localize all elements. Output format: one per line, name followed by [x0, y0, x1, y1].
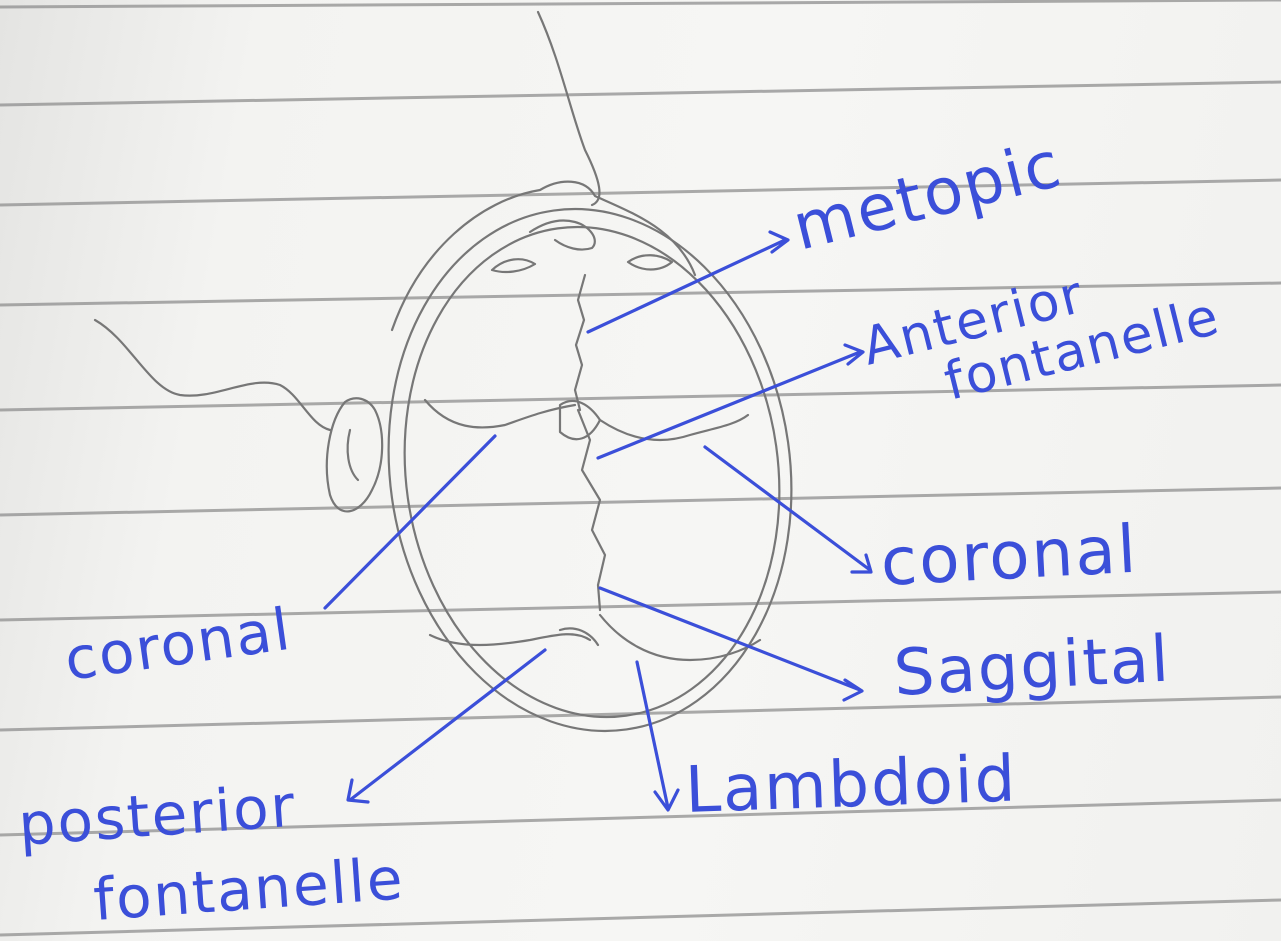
posterior-label-line1: posterior	[16, 772, 298, 859]
coronal-left-label: coronal	[60, 595, 295, 694]
metopic-label: metopic	[786, 128, 1069, 266]
posterior-label-line2: fontanelle	[91, 844, 406, 934]
saggital-label: Saggital	[892, 623, 1172, 711]
coronal-right-label: coronal	[879, 511, 1140, 601]
lambdoid-label: Lambdoid	[684, 742, 1018, 828]
